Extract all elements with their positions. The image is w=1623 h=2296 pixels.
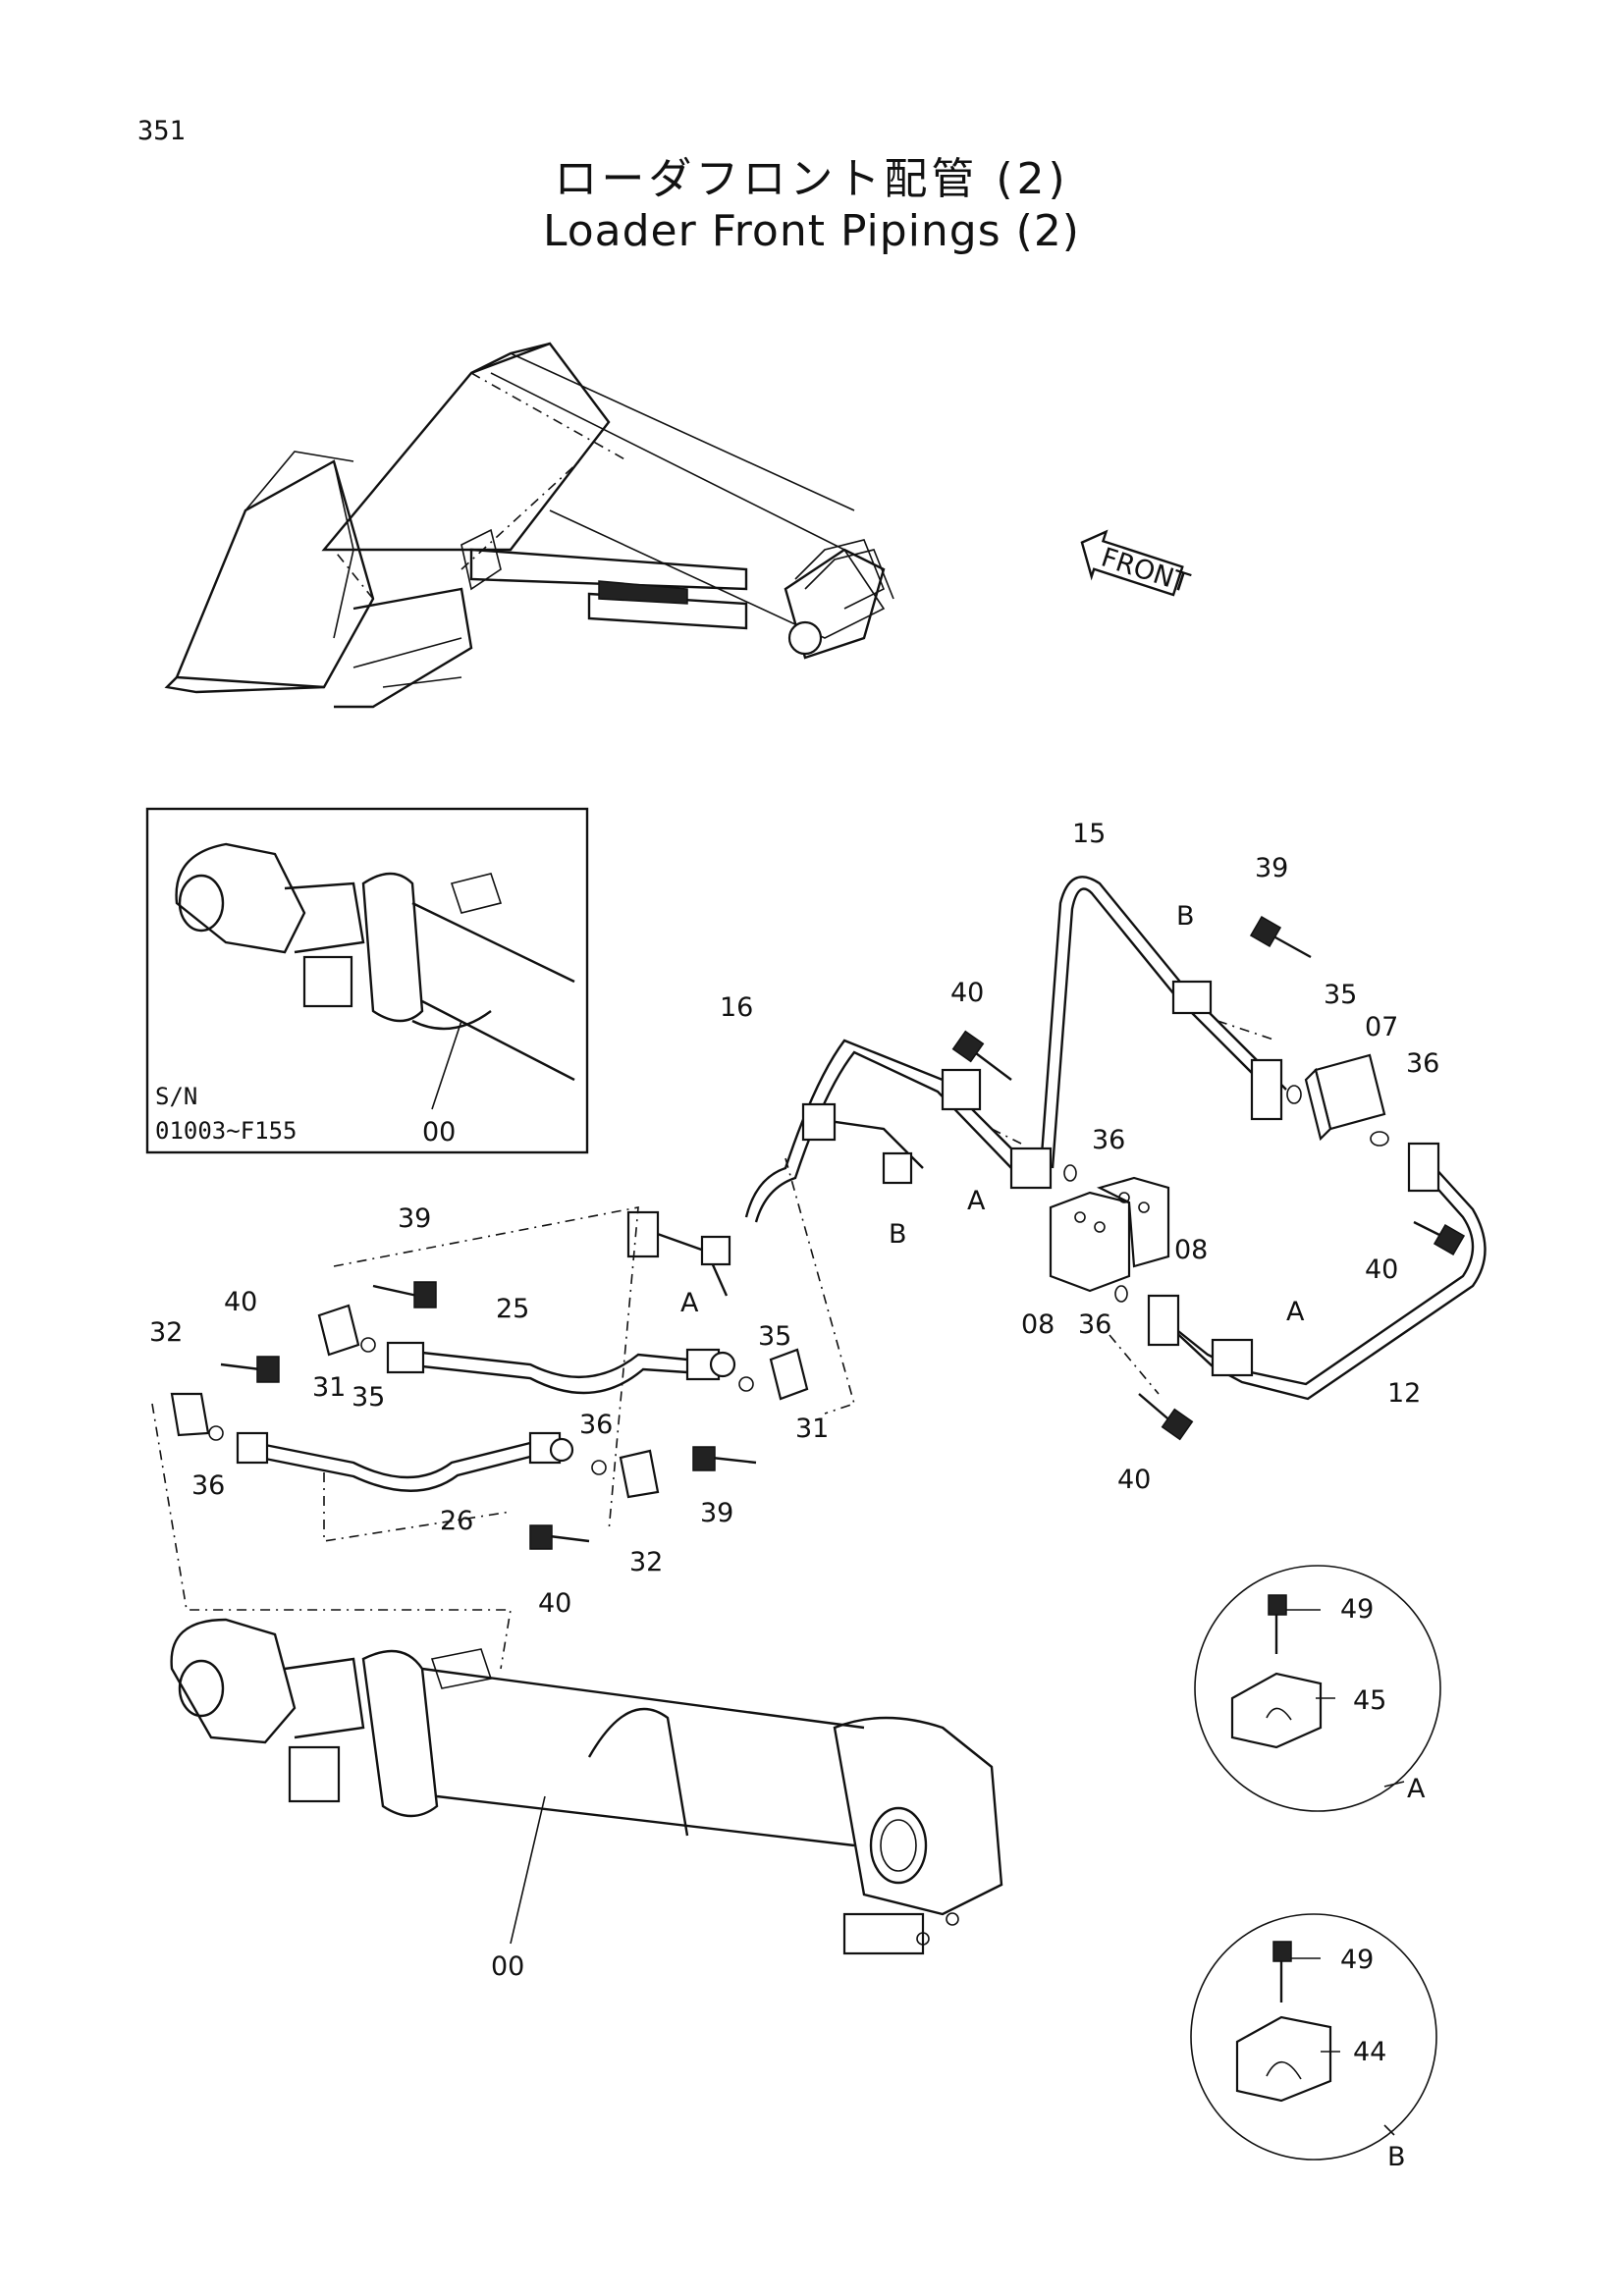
callout-39-top: 39 — [1255, 853, 1288, 883]
callout-a-mid: A — [967, 1186, 986, 1216]
main-cylinder-part-number: 00 — [491, 1951, 524, 1982]
callout-b-top: B — [1176, 901, 1195, 932]
detail-a-view: 49 45 A — [1194, 1565, 1441, 1812]
detail-a-bolt-callout: 49 — [1340, 1594, 1374, 1625]
callout-25: 25 — [496, 1294, 529, 1324]
callout-31-left: 31 — [312, 1372, 346, 1403]
callout-36-center: 36 — [579, 1410, 613, 1440]
callout-35-center: 35 — [352, 1382, 385, 1413]
callout-40-bottom-right: 40 — [1117, 1465, 1151, 1495]
callout-36-mid: 36 — [1092, 1125, 1125, 1155]
serial-number-label: S/N — [155, 1083, 197, 1110]
serial-number-range: 01003~F155 — [155, 1117, 298, 1145]
callout-40-mid: 40 — [950, 978, 984, 1008]
callout-12: 12 — [1387, 1378, 1421, 1409]
page-title-english: Loader Front Pipings (2) — [543, 206, 1080, 256]
callout-36-far-left: 36 — [191, 1470, 225, 1501]
page-title-japanese: ローダフロント配管 (2) — [554, 154, 1069, 204]
callout-35-right: 35 — [1324, 980, 1357, 1010]
callout-07: 07 — [1365, 1012, 1398, 1042]
detail-b-label: B — [1387, 2142, 1406, 2172]
detail-a-label: A — [1407, 1774, 1426, 1804]
front-direction-arrow: FRONT — [1080, 529, 1194, 600]
main-cylinder-illustration: 00 — [170, 1618, 1003, 1982]
exploded-piping-view — [151, 876, 1487, 1670]
callout-40-left: 40 — [224, 1287, 257, 1317]
callout-15: 15 — [1072, 819, 1106, 849]
callout-b-mid: B — [889, 1219, 907, 1250]
detail-a-clamp-callout: 45 — [1353, 1685, 1386, 1716]
front-arrow-label: FRONT — [1098, 542, 1194, 599]
detail-b-view: 49 44 B — [1190, 1913, 1437, 2172]
callout-08-left: 08 — [1021, 1309, 1055, 1340]
detail-b-clamp-callout: 44 — [1353, 2037, 1386, 2067]
callout-26: 26 — [440, 1506, 473, 1536]
detail-b-bolt-callout: 49 — [1340, 1945, 1374, 1975]
callout-32-center: 32 — [629, 1547, 663, 1577]
callout-08-right: 08 — [1174, 1235, 1208, 1265]
callout-31-center: 31 — [795, 1414, 829, 1444]
part-callouts: 15 39 16 40 B 35 07 36 36 A B 08 08 36 A… — [149, 819, 1439, 1619]
callout-32-left: 32 — [149, 1317, 183, 1348]
callout-40-lower: 40 — [538, 1588, 571, 1619]
callout-a-left: A — [680, 1288, 699, 1318]
callout-40-right: 40 — [1365, 1255, 1398, 1285]
callout-a-right: A — [1286, 1297, 1305, 1327]
loader-overview-illustration — [164, 342, 894, 709]
page-number: 351 — [137, 116, 186, 146]
callout-35-left: 35 — [758, 1321, 791, 1352]
callout-16: 16 — [720, 992, 753, 1023]
callout-39-center: 39 — [700, 1498, 733, 1528]
callout-36-low: 36 — [1078, 1309, 1111, 1340]
serial-range-inset: 00 S/N 01003~F155 — [145, 807, 589, 1154]
inset-part-number: 00 — [422, 1117, 456, 1148]
callout-39-left: 39 — [398, 1203, 431, 1234]
callout-36-right: 36 — [1406, 1048, 1439, 1079]
